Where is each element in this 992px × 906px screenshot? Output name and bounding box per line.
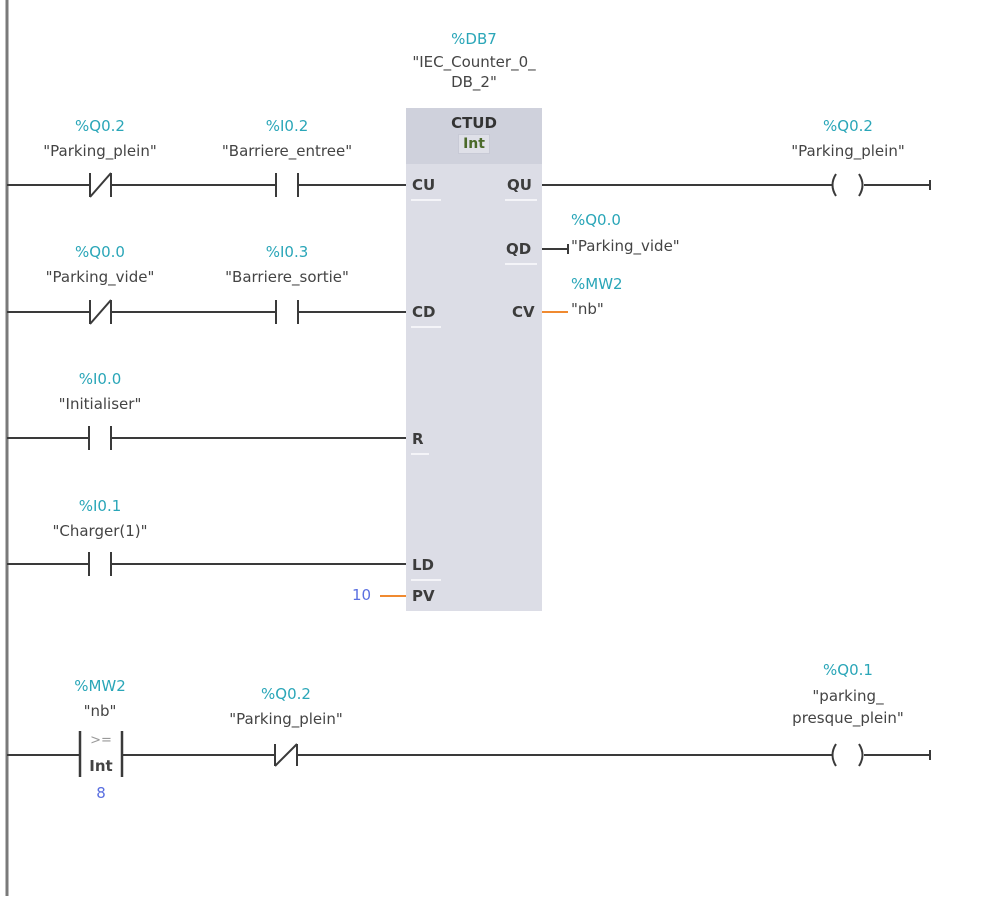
pin-qu: QU: [507, 176, 532, 194]
qd-symbol: "Parking_vide": [571, 237, 680, 255]
contact-address[interactable]: %I0.3: [265, 243, 309, 261]
contact-address[interactable]: %Q0.0: [75, 243, 125, 261]
contact-address[interactable]: %I0.0: [78, 370, 122, 388]
contact-symbol: "Charger(1)": [52, 522, 148, 540]
coil-parking-plein: [831, 173, 864, 197]
contact-symbol: "Parking_plein": [43, 142, 157, 160]
no-contact-barriere-sortie: [275, 300, 299, 324]
contact-symbol: "Parking_plein": [229, 710, 343, 728]
pin-pv: PV: [412, 587, 435, 605]
contact-address[interactable]: %I0.1: [78, 497, 122, 515]
ctud-block[interactable]: CTUD Int: [406, 108, 542, 611]
pin-cd: CD: [412, 303, 436, 321]
qd-address[interactable]: %Q0.0: [571, 211, 621, 229]
contact-address[interactable]: %Q0.2: [261, 685, 311, 703]
ctud-type: CTUD: [451, 114, 497, 132]
coil-address[interactable]: %Q0.1: [823, 661, 873, 679]
instance-db-name-2: DB_2": [451, 73, 497, 91]
contact-symbol: "Barriere_sortie": [225, 268, 349, 286]
coil-address[interactable]: %Q0.2: [823, 117, 873, 135]
ctud-header: CTUD Int: [406, 108, 542, 164]
contact-symbol: "Barriere_entree": [221, 142, 353, 160]
compare-value[interactable]: 8: [96, 784, 106, 802]
no-contact-barriere-entree: [275, 173, 299, 197]
nc-contact-parking-plein-2: [274, 743, 298, 767]
cv-address[interactable]: %MW2: [571, 275, 623, 293]
pin-ld: LD: [412, 556, 435, 574]
contact-address[interactable]: %Q0.2: [75, 117, 125, 135]
no-contact-initialiser: [88, 426, 112, 450]
ctud-datatype[interactable]: Int: [458, 134, 490, 154]
cv-symbol: "nb": [571, 300, 604, 318]
coil-symbol: "Parking_plein": [791, 142, 905, 160]
coil-symbol-2: presque_plein": [792, 709, 904, 727]
instance-db-address[interactable]: %DB7: [451, 30, 497, 48]
instance-db-name-1: "IEC_Counter_0_: [412, 53, 536, 71]
compare-datatype: Int: [89, 757, 113, 775]
no-contact-charger: [88, 552, 112, 576]
pv-constant[interactable]: 10: [352, 586, 372, 604]
pin-qd: QD: [506, 240, 532, 258]
compare-symbol: "nb": [83, 702, 117, 720]
contact-symbol: "Parking_vide": [45, 268, 155, 286]
coil-symbol-1: "parking_: [812, 687, 884, 705]
compare-operator: >=: [90, 733, 112, 748]
compare-address[interactable]: %MW2: [74, 677, 126, 695]
pin-r: R: [412, 430, 424, 448]
coil-parking-presque-plein: [831, 743, 864, 767]
pin-cu: CU: [412, 176, 436, 194]
contact-address[interactable]: %I0.2: [265, 117, 309, 135]
nc-contact-parking-plein: [89, 172, 112, 198]
contact-symbol: "Initialiser": [58, 395, 142, 413]
pin-cv: CV: [512, 303, 535, 321]
nc-contact-parking-vide: [89, 299, 112, 325]
